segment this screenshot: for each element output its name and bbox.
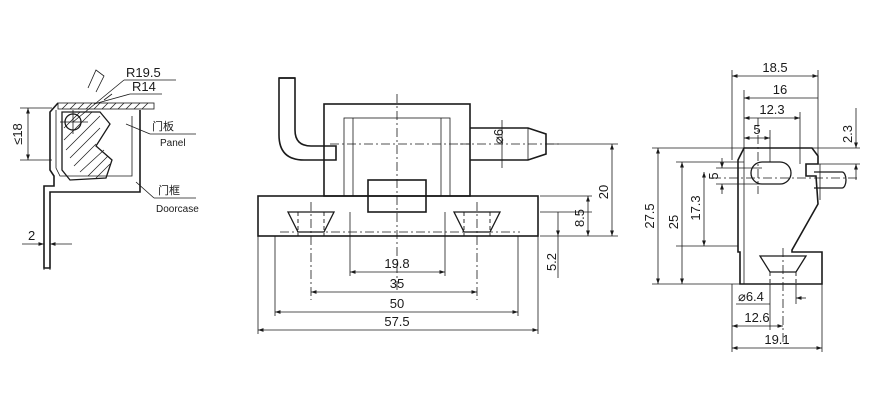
end-profile — [737, 147, 823, 285]
slot-hole — [750, 161, 792, 185]
width-12-6-label: 12.6 — [744, 310, 769, 325]
swing-arc-mark — [87, 69, 105, 93]
doorcase-label-en: Doorcase — [156, 204, 199, 215]
hinge-body-section — [61, 111, 113, 181]
panel-label-en: Panel — [160, 138, 186, 149]
slot-width-label: 19.8 — [384, 256, 409, 271]
door-panel — [57, 102, 155, 110]
top-width-label: 18.5 — [762, 60, 787, 75]
countersink-left — [286, 211, 336, 233]
top-offset-label: 2.3 — [840, 125, 855, 143]
doorcase-profile — [43, 102, 141, 269]
base-offset-label: 5.2 — [544, 253, 559, 271]
height-27-5-label: 27.5 — [642, 203, 657, 228]
height-20-label: 20 — [596, 185, 611, 199]
panel-label-cn: 门板 — [152, 119, 174, 133]
base-height-label: 8.5 — [572, 209, 587, 227]
pin-end — [814, 171, 847, 189]
side-view: R19.5 R14 ≤18 2 门板 Panel 门框 Doorcase — [10, 65, 199, 270]
thickness-label: 2 — [28, 228, 35, 243]
total-width-label: 57.5 — [384, 314, 409, 329]
body-width-label: 50 — [390, 296, 404, 311]
hole-spacing-label: 35 — [390, 276, 404, 291]
radius-large-label: R19.5 — [126, 65, 161, 80]
height-25-label: 25 — [666, 215, 681, 229]
width-12-3-label: 12.3 — [759, 102, 784, 117]
bent-arm — [278, 77, 337, 161]
height-17-3-label: 17.3 — [688, 195, 703, 220]
slot-5-top-label: 5 — [753, 122, 760, 137]
radius-small-label: R14 — [132, 79, 156, 94]
height-limit-label: ≤18 — [10, 123, 25, 145]
base-plate — [257, 195, 539, 237]
end-view: 18.5 16 12.3 5 2.3 5 27.5 25 17.3 — [642, 60, 860, 352]
front-view: ⌀6 20 8.5 5.2 19.8 35 50 57.5 — [257, 77, 618, 334]
width-19-1-label: 19.1 — [764, 332, 789, 347]
pin-diameter-label: ⌀6 — [491, 129, 506, 144]
slot-5-left-label: 5 — [706, 172, 721, 179]
hole-diameter-label: ⌀6.4 — [738, 289, 764, 304]
doorcase-label-cn: 门框 — [158, 183, 180, 197]
width-16-label: 16 — [773, 82, 787, 97]
